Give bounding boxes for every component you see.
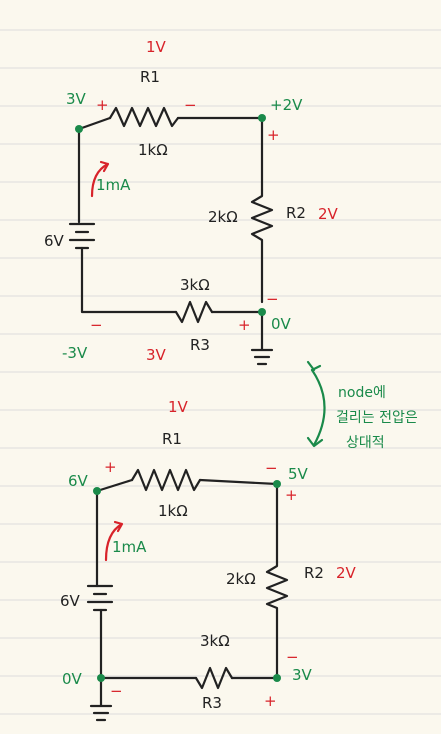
- resistor-r3-bottom: [194, 666, 234, 690]
- top-node-left-bottom: -3V: [62, 344, 88, 362]
- top-source: 6V: [44, 232, 65, 250]
- bottom-node-left-bottom: 0V: [62, 670, 83, 688]
- node-b-bottom-right: [273, 674, 281, 682]
- bottom-r3-name: R3: [202, 694, 222, 712]
- bottom-node-right-bottom: 3V: [292, 666, 313, 684]
- top-node-left-top: 3V: [66, 90, 87, 108]
- top-r1-drop: 1V: [146, 38, 167, 56]
- current-arrow-bottom: [104, 520, 124, 562]
- bottom-r1-plus: +: [104, 458, 117, 476]
- note-line-3: 상대적: [346, 435, 385, 451]
- ground-top: [250, 310, 274, 366]
- bottom-r3-value: 3kΩ: [200, 632, 230, 650]
- battery-bottom: [86, 584, 114, 612]
- resistor-r2-bottom: [265, 560, 289, 678]
- bottom-node-left-top: 6V: [68, 472, 89, 490]
- bottom-r1-drop: 1V: [168, 398, 189, 416]
- ruled-lines: [0, 29, 441, 715]
- current-arrow-top: [90, 160, 110, 198]
- bottom-r2-plus: +: [285, 486, 298, 504]
- bottom-r1-minus: −: [265, 459, 278, 477]
- resistor-r1-top: [108, 106, 180, 128]
- top-r2-name: R2: [286, 204, 306, 222]
- node-bottom-right: [258, 308, 266, 316]
- note-arrow: [306, 360, 326, 448]
- top-node-right-bottom: 0V: [271, 315, 292, 333]
- ground-bottom: [89, 676, 113, 722]
- top-r3-drop: 3V: [146, 346, 167, 364]
- bottom-r2-drop: 2V: [336, 564, 357, 582]
- note-line-2: 걸리는 전압은: [336, 410, 418, 426]
- node-b-top-right: [273, 480, 281, 488]
- top-current: 1mA: [96, 176, 131, 194]
- top-r3-value: 3kΩ: [180, 276, 210, 294]
- top-r2-plus: +: [267, 126, 280, 144]
- top-r2-value: 2kΩ: [208, 208, 238, 226]
- resistor-r1-bottom: [130, 468, 202, 492]
- bottom-node-right-top: 5V: [288, 465, 309, 483]
- top-r3-plus: +: [238, 316, 251, 334]
- bottom-source: 6V: [60, 592, 81, 610]
- battery-top: [68, 222, 96, 250]
- bottom-r1-name: R1: [162, 430, 182, 448]
- node-top-right: [258, 114, 266, 122]
- node-b-top-left: [93, 487, 101, 495]
- bottom-r2-value: 2kΩ: [226, 570, 256, 588]
- top-r2-minus: −: [266, 290, 279, 308]
- top-r3-name: R3: [190, 336, 210, 354]
- top-minus-left: −: [90, 316, 103, 334]
- top-r1-name: R1: [140, 68, 160, 86]
- top-r1-plus: +: [96, 96, 109, 114]
- bottom-r2-minus: −: [286, 648, 299, 666]
- top-r1-value: 1kΩ: [138, 141, 168, 159]
- resistor-r3-top: [174, 300, 214, 324]
- note-line-1: node에: [338, 385, 386, 401]
- node-b-bottom-left: [97, 674, 105, 682]
- resistor-r2-top: [250, 188, 274, 304]
- bottom-r1-value: 1kΩ: [158, 502, 188, 520]
- top-r1-minus: −: [184, 96, 197, 114]
- bottom-current: 1mA: [112, 538, 147, 556]
- bottom-r2-name: R2: [304, 564, 324, 582]
- bottom-r3-plus: +: [264, 692, 277, 710]
- top-r2-drop: 2V: [318, 205, 339, 223]
- bottom-minus-left: −: [110, 682, 123, 700]
- node-top-left: [75, 125, 83, 133]
- top-node-right-top: +2V: [270, 96, 303, 114]
